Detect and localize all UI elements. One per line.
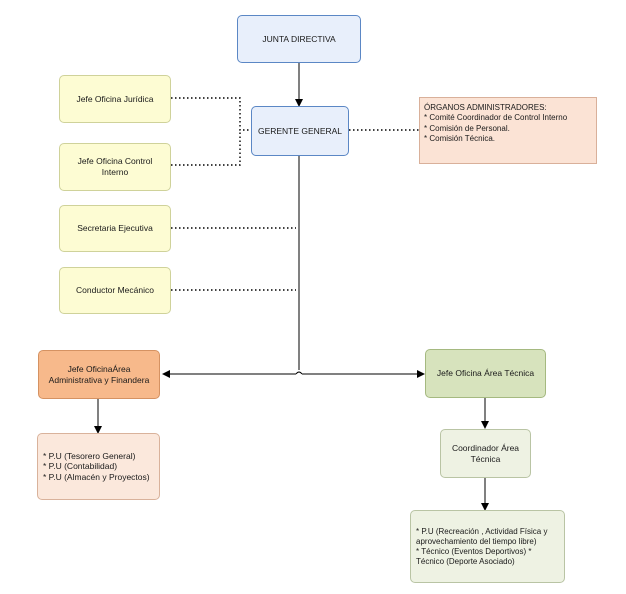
organos-item: * Comité Coordinador de Control Interno <box>424 113 568 123</box>
admin-financiera-line-2: Administrativa y Finandera <box>48 374 150 385</box>
admin-unit-item: * P.U (Contabilidad) <box>43 461 118 472</box>
admin-financiera-box: Jefe OficinaÁrea Administrativa y Finand… <box>38 350 160 399</box>
tecnica-unit-line: aprovechamiento del tiempo libre) <box>416 536 537 546</box>
organos-item: * Comisión de Personal. <box>424 123 510 133</box>
dotted-control <box>171 130 241 166</box>
secretaria-box: Secretaria Ejecutiva <box>59 205 171 252</box>
tecnica-units-box: * P.U (Recreación , Actividad Física y a… <box>410 510 565 583</box>
branch-hop <box>295 371 303 375</box>
admin-financiera-line-1: Jefe OficinaÁrea <box>67 363 131 374</box>
tecnica-unit-line: * P.U (Recreación , Actividad Física y <box>416 526 548 536</box>
control-interno-line-2: Interno <box>101 167 129 177</box>
gerente-general-box: GERENTE GENERAL <box>251 106 349 156</box>
coordinador-line-2: Técnica <box>470 453 501 464</box>
organos-item: * Comisión Técnica. <box>424 134 495 144</box>
junta-directiva-box: JUNTA DIRECTIVA <box>237 15 361 63</box>
control-interno-line-1: Jefe Oficina Control <box>77 156 153 167</box>
admin-units-box: * P.U (Tesorero General) * P.U (Contabil… <box>37 433 160 500</box>
organos-title: ÓRGANOS ADMINISTRADORES: <box>424 103 547 112</box>
area-tecnica-label: Jefe Oficina Área Técnica <box>436 368 535 379</box>
tecnica-unit-line: Técnico (Deporte Asociado) <box>416 556 515 566</box>
organos-administradores-box: ÓRGANOS ADMINISTRADORES: * Comité Coordi… <box>419 97 597 164</box>
coordinador-line-1: Coordinador Área <box>451 442 520 453</box>
secretaria-label: Secretaria Ejecutiva <box>77 223 153 234</box>
dotted-juridica <box>171 97 251 131</box>
control-interno-box: Jefe Oficina Control Interno <box>59 143 171 191</box>
conductor-box: Conductor Mecánico <box>59 267 171 314</box>
area-tecnica-box: Jefe Oficina Área Técnica <box>425 349 546 398</box>
coordinador-box: Coordinador Área Técnica <box>440 429 531 478</box>
junta-directiva-label: JUNTA DIRECTIVA <box>262 33 336 44</box>
admin-unit-item: * P.U (Tesorero General) <box>43 450 136 461</box>
admin-unit-item: * P.U (Almacén y Proyectos) <box>43 471 150 482</box>
gerente-general-label: GERENTE GENERAL <box>257 125 343 136</box>
juridica-label: Jefe Oficina Jurídica <box>76 93 154 104</box>
conductor-label: Conductor Mecánico <box>76 285 154 296</box>
tecnica-unit-line: * Técnico (Eventos Deportivos) * <box>416 546 532 556</box>
juridica-box: Jefe Oficina Jurídica <box>59 75 171 123</box>
